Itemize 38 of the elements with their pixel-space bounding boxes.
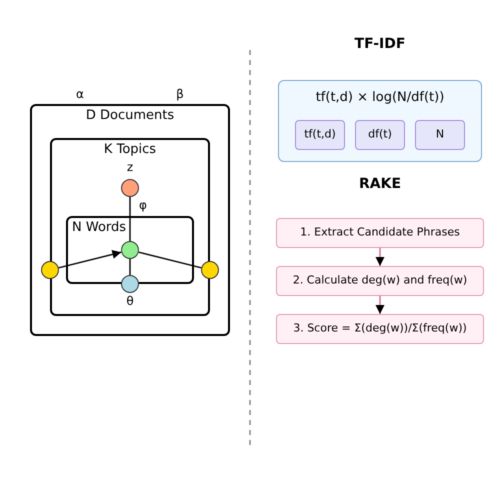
term-box — [295, 120, 345, 150]
plate-box — [66, 216, 194, 284]
connector-line — [129, 259, 131, 275]
connector-line — [138, 251, 202, 269]
term-text: tf(t,d) — [304, 128, 336, 142]
term-box — [415, 120, 465, 150]
circle-node — [121, 241, 139, 259]
step-box — [276, 314, 484, 344]
step-text: 3. Score = Σ(deg(w))/Σ(freq(w)) — [293, 322, 467, 336]
formula-box — [278, 80, 482, 162]
variable-label: z — [126, 161, 134, 175]
connector-line — [129, 197, 131, 241]
circle-node — [41, 261, 59, 279]
variable-label: α — [76, 88, 84, 102]
plate-title: N Words — [72, 221, 126, 236]
step-box — [276, 218, 484, 248]
circle-node — [121, 275, 139, 293]
plate-title: D Documents — [86, 109, 174, 124]
section-heading: RAKE — [358, 176, 402, 192]
term-box — [355, 120, 405, 150]
circle-node — [121, 179, 139, 197]
arrow — [58, 250, 122, 269]
term-text: df(t) — [368, 128, 392, 142]
term-text: N — [436, 128, 444, 142]
plate-box — [30, 104, 230, 336]
plate-box — [50, 138, 210, 316]
step-box — [276, 266, 484, 296]
arrow — [376, 296, 384, 314]
section-heading: TF-IDF — [354, 36, 406, 52]
circle-node — [201, 261, 219, 279]
plate-title: K Topics — [104, 143, 156, 158]
formula-text: tf(t,d) × log(N/df(t)) — [316, 91, 444, 106]
variable-label: β — [176, 88, 184, 102]
arrow — [376, 248, 384, 266]
variable-label: θ — [126, 295, 134, 309]
step-text: 1. Extract Candidate Phrases — [300, 226, 460, 240]
step-text: 2. Calculate deg(w) and freq(w) — [292, 274, 468, 288]
variable-label: φ — [139, 199, 147, 213]
